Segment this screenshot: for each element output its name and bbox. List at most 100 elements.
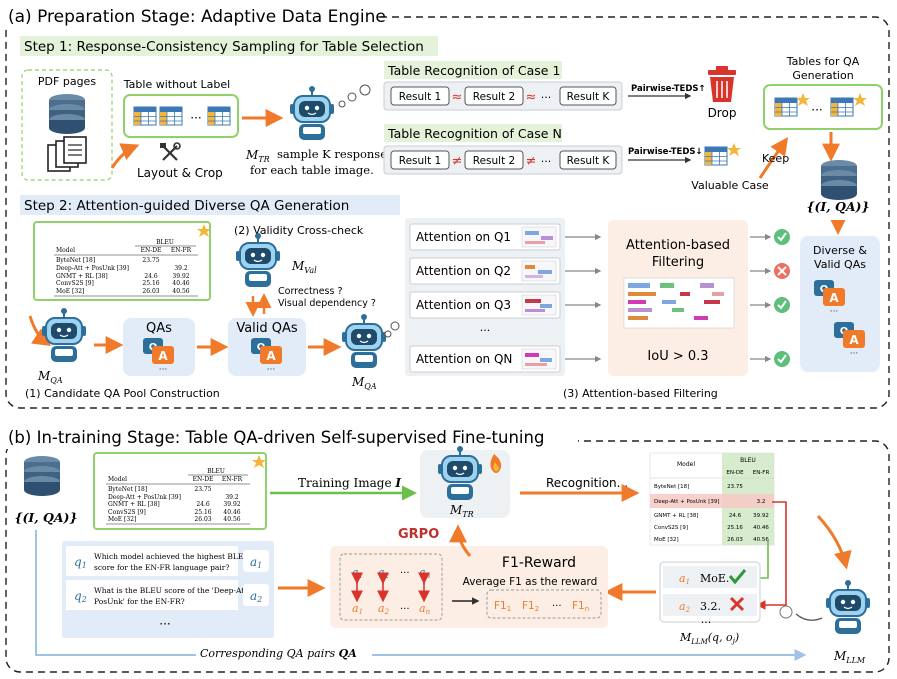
case1-resultK-label: Result K [567, 91, 611, 103]
answer-a2-symbol: a2 [250, 589, 262, 604]
svg-text:Deep-Att + PosUnk [39]: Deep-Att + PosUnk [39] [654, 499, 720, 505]
caseN-header-band [384, 124, 562, 142]
tables-for-qa-line1: Tables for QA [786, 55, 860, 68]
source-table-a: BLEU Model EN-DE EN-FR ByteNet [18] 23.7… [33, 221, 211, 301]
pair-set-label: {(I, QA)} [806, 199, 869, 214]
documents-icon [47, 136, 87, 172]
table-icon [133, 106, 157, 126]
svg-text:26.03: 26.03 [194, 516, 211, 523]
iou-label: IoU > 0.3 [647, 349, 708, 364]
caseN-neq2: ≠ [526, 154, 537, 169]
svg-text:23.75: 23.75 [727, 484, 743, 490]
filter-output-arrows [750, 233, 772, 363]
svg-text:a1: a1 [352, 602, 363, 616]
mqa-symbol-1: MQA [37, 369, 63, 385]
svg-text:Attention on Q1: Attention on Q1 [416, 230, 511, 244]
table-icon [774, 97, 798, 117]
step1-header-band [20, 36, 438, 56]
tables-for-qa-line2: Generation [792, 69, 853, 82]
arrow-corresponding-qa [35, 530, 807, 661]
attention-filtering-caption: (3) Attention-based Filtering [563, 387, 718, 400]
answer-a1-symbol: a1 [250, 555, 262, 570]
svg-text:EN-DE: EN-DE [141, 247, 162, 254]
svg-text:Attention on Q2: Attention on Q2 [416, 264, 511, 278]
case1-resultK [559, 86, 617, 106]
svg-text:F1n: F1n [572, 600, 589, 613]
qas-label: QAs [146, 321, 172, 336]
svg-text:25.16: 25.16 [727, 525, 743, 531]
visual-dependency-label: Visual dependency ? [278, 298, 376, 309]
caseN-dots: ··· [541, 155, 552, 168]
training-image-label: Training Image I [298, 476, 401, 490]
source-table-b: BLEU Model EN-DE EN-FR ByteNet [18] 23.7… [93, 452, 267, 530]
svg-text:Deep-Att + PosUnk [39]: Deep-Att + PosUnk [39] [56, 265, 129, 272]
svg-text:EN-DE: EN-DE [726, 470, 744, 476]
stage-a-frame [5, 16, 890, 409]
arrow-to-mllm [816, 514, 852, 570]
svg-text:ByteNet [18]: ByteNet [18] [56, 257, 95, 264]
valuable-table-icon [704, 146, 728, 166]
case1-result1-label: Result 1 [399, 91, 441, 103]
arrow-mismatch-answer2 [756, 501, 787, 610]
question2-line1: What is the BLEU score of the 'Deep-Att … [94, 586, 256, 595]
tools-icon [160, 142, 181, 161]
table-icon [207, 106, 231, 126]
svg-text:EN-FR: EN-FR [222, 476, 243, 483]
svg-text:MoE [32]: MoE [32] [56, 288, 84, 295]
attention-vdots: ··· [480, 324, 491, 337]
step2-title: Step 2: Attention-guided Diverse QA Gene… [24, 198, 349, 214]
svg-text:3.2: 3.2 [757, 499, 766, 505]
svg-text:26.03: 26.03 [142, 288, 159, 295]
table-without-label-title: Table without Label [123, 78, 230, 91]
thought-bubbles [384, 321, 400, 338]
mtr-caption-line1: sample K responses [277, 147, 393, 161]
svg-text:Model: Model [677, 461, 695, 468]
svg-text:25.16: 25.16 [194, 509, 211, 516]
arrow-to-mqa [28, 315, 51, 346]
svg-text:MoE [32]: MoE [32] [108, 516, 136, 523]
star-icon [727, 143, 741, 156]
mllm-symbol: MLLM [833, 649, 866, 665]
answer2-symbol: a2 [679, 600, 691, 614]
cross-icon [774, 263, 790, 279]
f1-reward-title: F1-Reward [502, 555, 576, 571]
check-icon [728, 569, 747, 585]
pdf-pages-label: PDF pages [38, 75, 96, 88]
tables-for-qa-box [763, 84, 883, 130]
svg-text:EN-DE: EN-DE [193, 476, 214, 483]
svg-text:ConvS2S [9]: ConvS2S [9] [108, 509, 146, 516]
question2-row [66, 580, 238, 610]
svg-text:an: an [419, 602, 431, 616]
connector-mllm-answers [795, 613, 823, 621]
table-icon [159, 106, 183, 126]
diverse-line2: Valid QAs [814, 258, 866, 271]
question2-symbol: q2 [74, 589, 87, 604]
keep-label: Keep [762, 152, 789, 165]
f1-scores-group [486, 589, 602, 619]
caseN-resultK [559, 150, 617, 170]
answers-dots: ··· [701, 616, 712, 629]
star-icon [853, 93, 867, 106]
svg-text:24.6: 24.6 [144, 273, 158, 280]
mllm-q-label: MLLM(q, oj) [679, 631, 739, 646]
dataset-icon [821, 160, 857, 200]
answer1-symbol: a1 [679, 572, 690, 586]
mtr-symbol: MTR [245, 148, 270, 164]
step2-header-band [20, 195, 400, 215]
svg-text:···: ··· [400, 568, 410, 579]
pairwise-down-label: Pairwise-TEDS↓ [628, 147, 703, 157]
recognized-table: Model BLEU EN-DE EN-FR ByteNet [18] 23.7… [649, 452, 775, 546]
grpo-label: GRPO [398, 527, 439, 542]
star-icon [796, 93, 810, 106]
svg-text:39.2: 39.2 [174, 265, 188, 272]
svg-text:F12: F12 [522, 600, 539, 613]
svg-text:26.03: 26.03 [727, 537, 743, 543]
svg-text:23.75: 23.75 [194, 486, 211, 493]
robot-mqa-icon [41, 307, 87, 363]
validity-check-label: (2) Validity Cross-check [234, 224, 364, 237]
rollout-group [339, 553, 443, 621]
svg-text:25.16: 25.16 [142, 280, 159, 287]
case1-title: Table Recognition of Case 1 [387, 63, 560, 78]
svg-text:39.92: 39.92 [223, 501, 240, 508]
thought-bubble [779, 605, 793, 619]
